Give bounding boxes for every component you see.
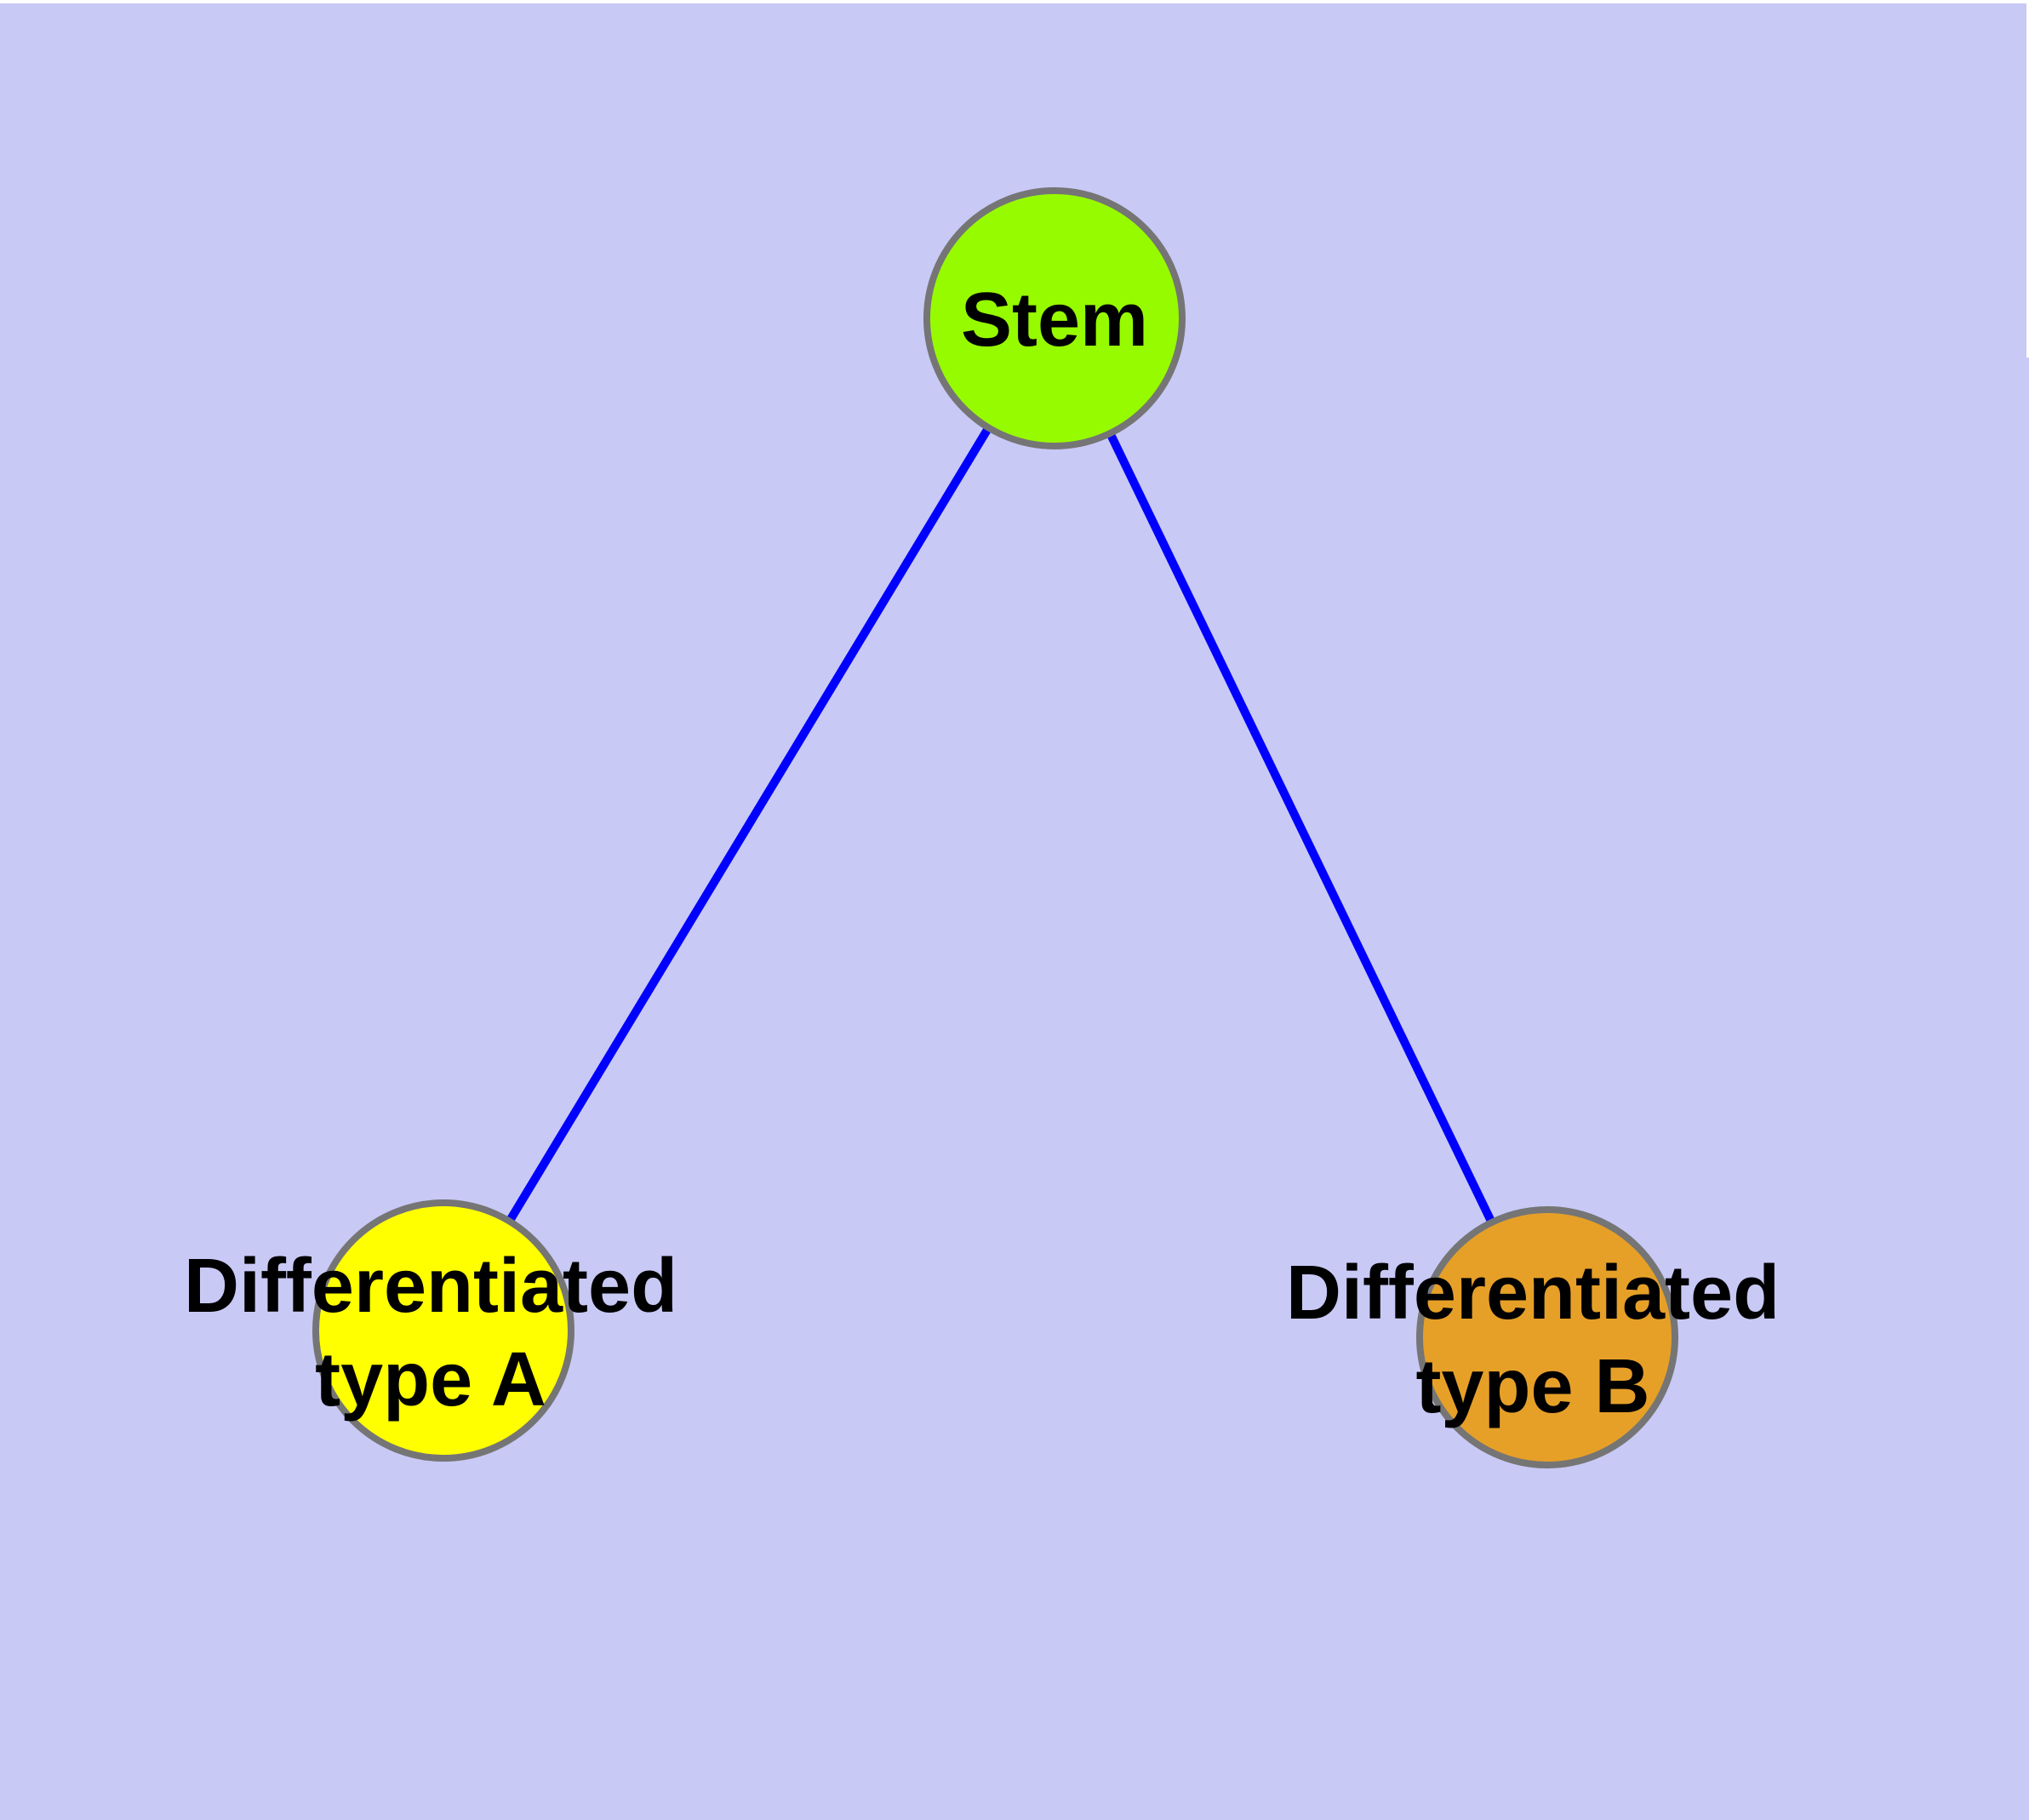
node-differentiated-type-a[interactable] — [312, 1199, 574, 1462]
label-line: Stem — [960, 278, 1149, 363]
label-line: type A — [315, 1337, 546, 1422]
node-type-a-label: Differentiated type A — [184, 1239, 677, 1427]
edge-stem-to-type-b[interactable] — [1050, 316, 1552, 1340]
label-line: Differentiated — [183, 1244, 678, 1329]
label-line: Differentiated — [1285, 1251, 1780, 1336]
node-differentiated-type-b[interactable] — [1416, 1206, 1678, 1468]
node-type-b-label: Differentiated type B — [1286, 1246, 1780, 1434]
node-stem[interactable] — [923, 187, 1186, 449]
node-stem-label: Stem — [961, 273, 1148, 367]
window-right-edge — [2026, 0, 2029, 358]
edge-stem-to-type-a[interactable] — [439, 316, 1059, 1333]
label-line: type B — [1415, 1344, 1650, 1429]
window-top-edge — [0, 0, 2029, 3]
